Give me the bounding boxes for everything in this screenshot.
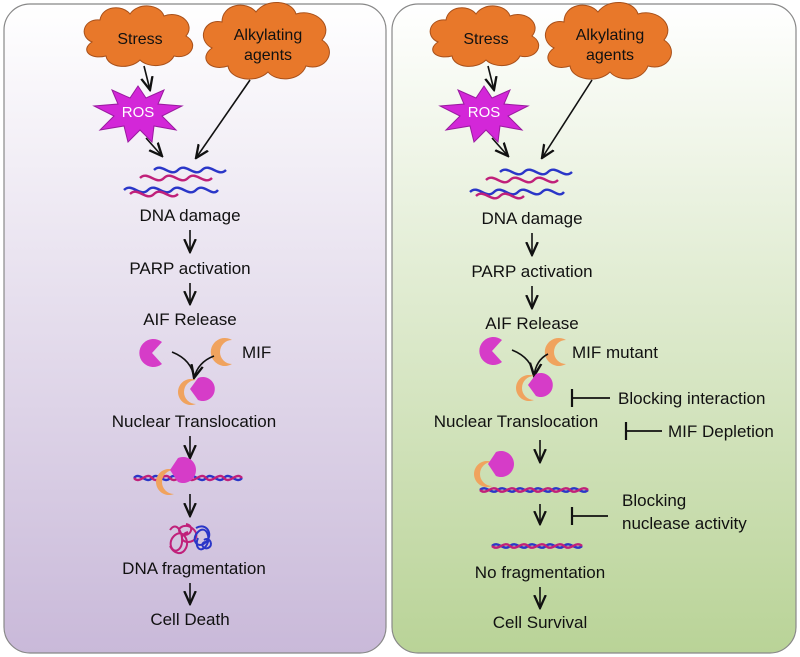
left-complex-on-dna-icon [133,457,243,496]
right-mif-mutant-label: MIF mutant [572,343,658,362]
left-aif-icon [139,339,162,367]
right-blocking-nuclease-label-line1: Blocking [622,491,686,510]
left-alkylating-label-line1: Alkylating [234,27,302,44]
left-damaged-dna-icon [123,166,227,198]
right-complex-above-dna-icon [474,451,514,487]
right-intact-dna-icon-2 [491,543,583,549]
right-aif-mif-complex-icon [516,373,553,401]
left-ros-label: ROS [122,104,155,121]
left-arrow-stress-ros [144,65,150,90]
right-arrow-alkylating-dna [542,79,593,158]
right-arrow-ros-dna [491,137,508,156]
right-alkylating-label-line1: Alkylating [576,27,644,44]
right-arrow-stress-ros [488,65,494,90]
left-outcome-label: Cell Death [150,610,229,629]
left-arrow-alkylating-dna [196,79,251,158]
right-blocking-interaction-label: Blocking interaction [618,389,765,408]
left-panel: Stress Alkylating agents ROS DNA damage … [3,1,387,654]
left-arrow-ros-dna [145,137,162,156]
left-mif-label: MIF [242,343,271,362]
right-arrow-mif-merge [534,353,549,376]
right-aif-icon [479,337,502,366]
left-nuclear-translocation-label: Nuclear Translocation [112,412,276,431]
right-alkylating-label-line2: agents [586,47,634,64]
left-stress-label: Stress [117,31,162,48]
right-mif-depletion-inhibitor [624,422,662,440]
left-dna-damage-label: DNA damage [139,206,240,225]
left-parp-label: PARP activation [129,259,250,278]
right-panel-background [391,3,797,654]
left-aif-release-label: AIF Release [143,310,237,329]
right-mif-mutant-icon [544,338,566,367]
right-blocking-nuclease-label-line2: nuclease activity [622,514,747,533]
left-aif-mif-complex-icon [178,377,215,405]
left-fragmented-dna-icon [169,523,212,554]
right-nuclear-translocation-label: Nuclear Translocation [434,412,598,431]
right-panel: Stress Alkylating agents ROS DNA damage … [391,1,797,654]
right-intact-dna-icon [479,487,589,493]
left-arrow-mif-merge [194,355,215,378]
right-blocking-nuclease-inhibitor [570,507,608,525]
right-ros-label: ROS [468,104,501,121]
right-dna-damage-label: DNA damage [481,209,582,228]
left-dna-fragmentation-label: DNA fragmentation [122,559,266,578]
left-mif-icon [210,338,232,367]
left-alkylating-label-line2: agents [244,47,292,64]
right-blocking-interaction-inhibitor [570,389,610,407]
right-damaged-dna-icon [469,168,573,200]
right-outcome-label: Cell Survival [493,613,587,632]
right-no-fragmentation-label: No fragmentation [475,563,605,582]
right-stress-label: Stress [463,31,508,48]
right-mif-depletion-label: MIF Depletion [668,422,774,441]
left-panel-background [3,3,387,654]
right-aif-release-label: AIF Release [485,314,579,333]
right-parp-label: PARP activation [471,262,592,281]
